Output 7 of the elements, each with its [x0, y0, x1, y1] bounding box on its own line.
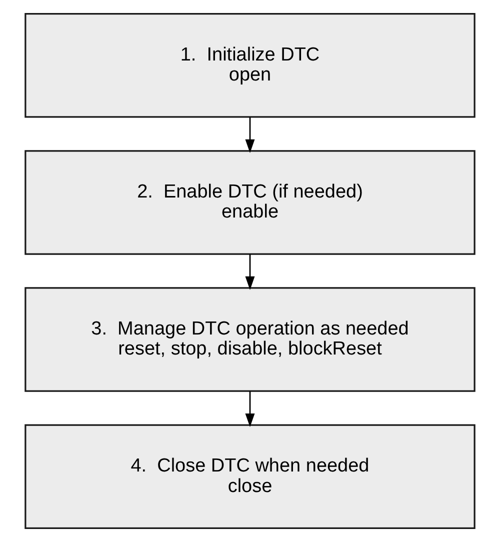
node-box: 2. Enable DTC (if needed) enable	[24, 150, 476, 255]
node-box: 3. Manage DTC operation as needed reset, stop, disable, blockReset	[24, 287, 476, 392]
arrow	[245, 254, 255, 290]
node-box: 1. Initialize DTC open	[24, 13, 476, 118]
node-box: 4. Close DTC when needed close	[24, 424, 476, 529]
arrow	[245, 117, 255, 153]
arrow	[245, 391, 255, 428]
